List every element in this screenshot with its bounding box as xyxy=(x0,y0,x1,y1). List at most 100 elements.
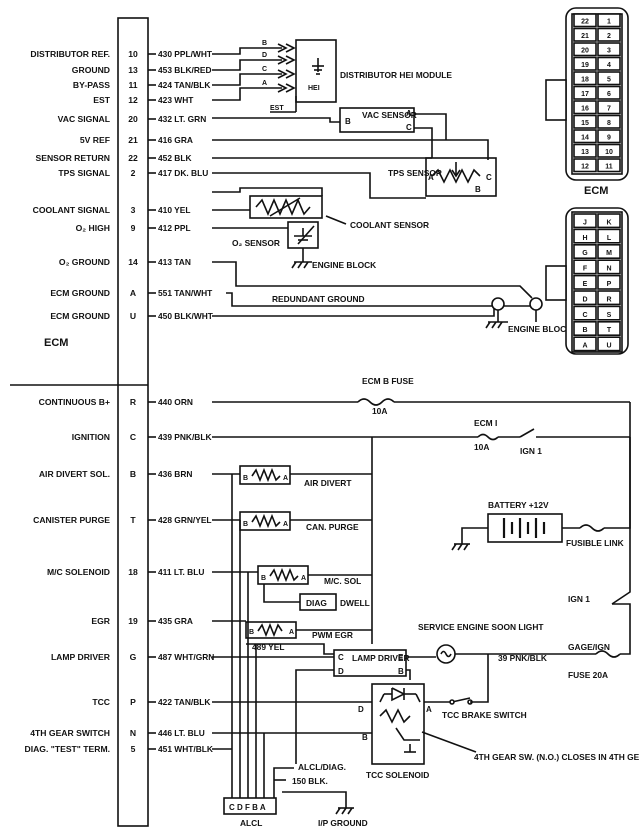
circuit-signal: O₂ GROUND xyxy=(59,257,110,267)
connector-pin: 21 xyxy=(581,33,589,40)
hei-module-label: DISTRIBUTOR HEI MODULE xyxy=(340,70,452,80)
circuit-wire: 435 GRA xyxy=(158,616,193,626)
connector-pin: 4 xyxy=(607,62,611,69)
connector-pin: 12 xyxy=(581,164,589,171)
4th-gear-sw-label: 4TH GEAR SW. (N.O.) CLOSES IN 4TH GEAR xyxy=(474,752,639,762)
circuit-wire: 453 BLK/RED xyxy=(158,65,212,75)
circuit-pin: T xyxy=(130,515,136,525)
circuit-pin: U xyxy=(130,311,136,321)
lamp-pin-b: B xyxy=(398,667,404,676)
circuit-wire: 446 LT. BLU xyxy=(158,728,205,738)
mc-sol-label: M/C. SOL xyxy=(324,576,361,586)
circuit-wire: 452 BLK xyxy=(158,153,192,163)
connector-pin: L xyxy=(607,235,612,242)
circuit-pin: 18 xyxy=(128,567,138,577)
circuit-pin: 2 xyxy=(131,168,136,178)
connector-pin: 14 xyxy=(581,135,589,142)
circuit-pin: B xyxy=(130,469,136,479)
connector-pin: R xyxy=(606,296,611,303)
ip-ground-label: I/P GROUND xyxy=(318,818,368,828)
circuit-signal: GROUND xyxy=(72,65,110,75)
connector-pin: H xyxy=(582,235,587,242)
circuit-signal: AIR DIVERT SOL. xyxy=(39,469,110,479)
vac-pin-c: C xyxy=(406,123,412,132)
ground-wiring: REDUNDANT GROUND ENGINE BLOCK xyxy=(212,261,572,334)
vac-pin-a: A xyxy=(406,109,412,118)
connector-pin: 3 xyxy=(607,48,611,55)
hei-input-letter: B xyxy=(262,40,267,47)
circuit-wire: 422 TAN/BLK xyxy=(158,697,210,707)
circuit-signal: EGR xyxy=(91,616,110,626)
circuit-signal: LAMP DRIVER xyxy=(51,652,111,662)
redundant-ground-label: REDUNDANT GROUND xyxy=(272,294,365,304)
can-purge-label: CAN. PURGE xyxy=(306,522,359,532)
ign-1-label: IGN 1 xyxy=(520,446,542,456)
circuit-wire: 412 PPL xyxy=(158,223,191,233)
svg-text:B: B xyxy=(243,475,248,482)
alcl: C D F B A ALCL ALCL/DIAG. 150 BLK. I/P G… xyxy=(212,474,368,828)
svg-text:A: A xyxy=(301,575,306,582)
alcl-connector xyxy=(223,797,277,815)
circuit-signal: IGNITION xyxy=(72,432,110,442)
circuit-wire: 428 GRN/YEL xyxy=(158,515,212,525)
o2-sensor-label: O₂ SENSOR xyxy=(232,238,280,248)
tps-pin-a: A xyxy=(428,173,434,182)
circuit-pin: 10 xyxy=(128,49,138,59)
tps-sensor-box xyxy=(425,157,497,197)
battery-label: BATTERY +12V xyxy=(488,500,549,510)
circuit-pin: 12 xyxy=(128,95,138,105)
connector-pin: D xyxy=(582,296,587,303)
lamp-pin-d: D xyxy=(338,667,344,676)
egr-solenoid: B A PWM EGR 489 YEL xyxy=(212,620,372,655)
tcc-pin-a: A xyxy=(426,705,432,714)
circuit-pin: C xyxy=(130,432,136,442)
svg-text:B: B xyxy=(249,629,254,636)
circuit-signal: DISTRIBUTOR REF. xyxy=(30,49,110,59)
tcc-pin-d: D xyxy=(358,705,364,714)
fuse-10a-label: 10A xyxy=(372,406,387,416)
connector-pin: 16 xyxy=(581,106,589,113)
circuit-wire: 451 WHT/BLK xyxy=(158,744,213,754)
circuit-wire: 432 LT. GRN xyxy=(158,114,206,124)
vac-pin-b: B xyxy=(345,117,351,126)
circuit-wire: 439 PNK/BLK xyxy=(158,432,212,442)
power-wiring: ECM B FUSE 10A ECM I 10A IGN 1 xyxy=(212,376,630,644)
circuit-signal: M/C SOLENOID xyxy=(47,567,110,577)
connector-pin: 5 xyxy=(607,77,611,84)
circuit-signal: COOLANT SIGNAL xyxy=(33,205,110,215)
svg-text:A: A xyxy=(283,475,288,482)
connector-pin: 11 xyxy=(605,164,613,171)
connector-pin: 20 xyxy=(581,48,589,55)
connector-ecm-label: ECM xyxy=(584,185,608,197)
connector-pin: 7 xyxy=(607,106,611,113)
connector-pin: 18 xyxy=(581,77,589,84)
connector-pin: 13 xyxy=(581,149,589,156)
coolant-sensor-label: COOLANT SENSOR xyxy=(350,220,429,230)
connector-pin: C xyxy=(582,312,587,319)
vac-sensor: VAC SENSOR B A C xyxy=(212,107,447,158)
canister-purge: B A CAN. PURGE xyxy=(212,511,372,532)
lamp-pin-c: C xyxy=(338,653,344,662)
connector-pin: 9 xyxy=(607,135,611,142)
blk-150-label: 150 BLK. xyxy=(292,776,328,786)
service-engine-label: SERVICE ENGINE SOON LIGHT xyxy=(418,622,544,632)
circuit-wire: 450 BLK/WHT xyxy=(158,311,214,321)
air-divert: B A AIR DIVERT xyxy=(212,465,372,488)
air-divert-label: AIR DIVERT xyxy=(304,478,352,488)
hei-input: C xyxy=(212,66,296,86)
circuit-signal: SENSOR RETURN xyxy=(36,153,111,163)
circuit-signal: O₂ HIGH xyxy=(76,223,110,233)
circuit-pin: G xyxy=(130,652,137,662)
circuit-wire: 416 GRA xyxy=(158,135,193,145)
connector-pin: J xyxy=(583,219,587,226)
circuit-signal: ECM GROUND xyxy=(50,311,110,321)
